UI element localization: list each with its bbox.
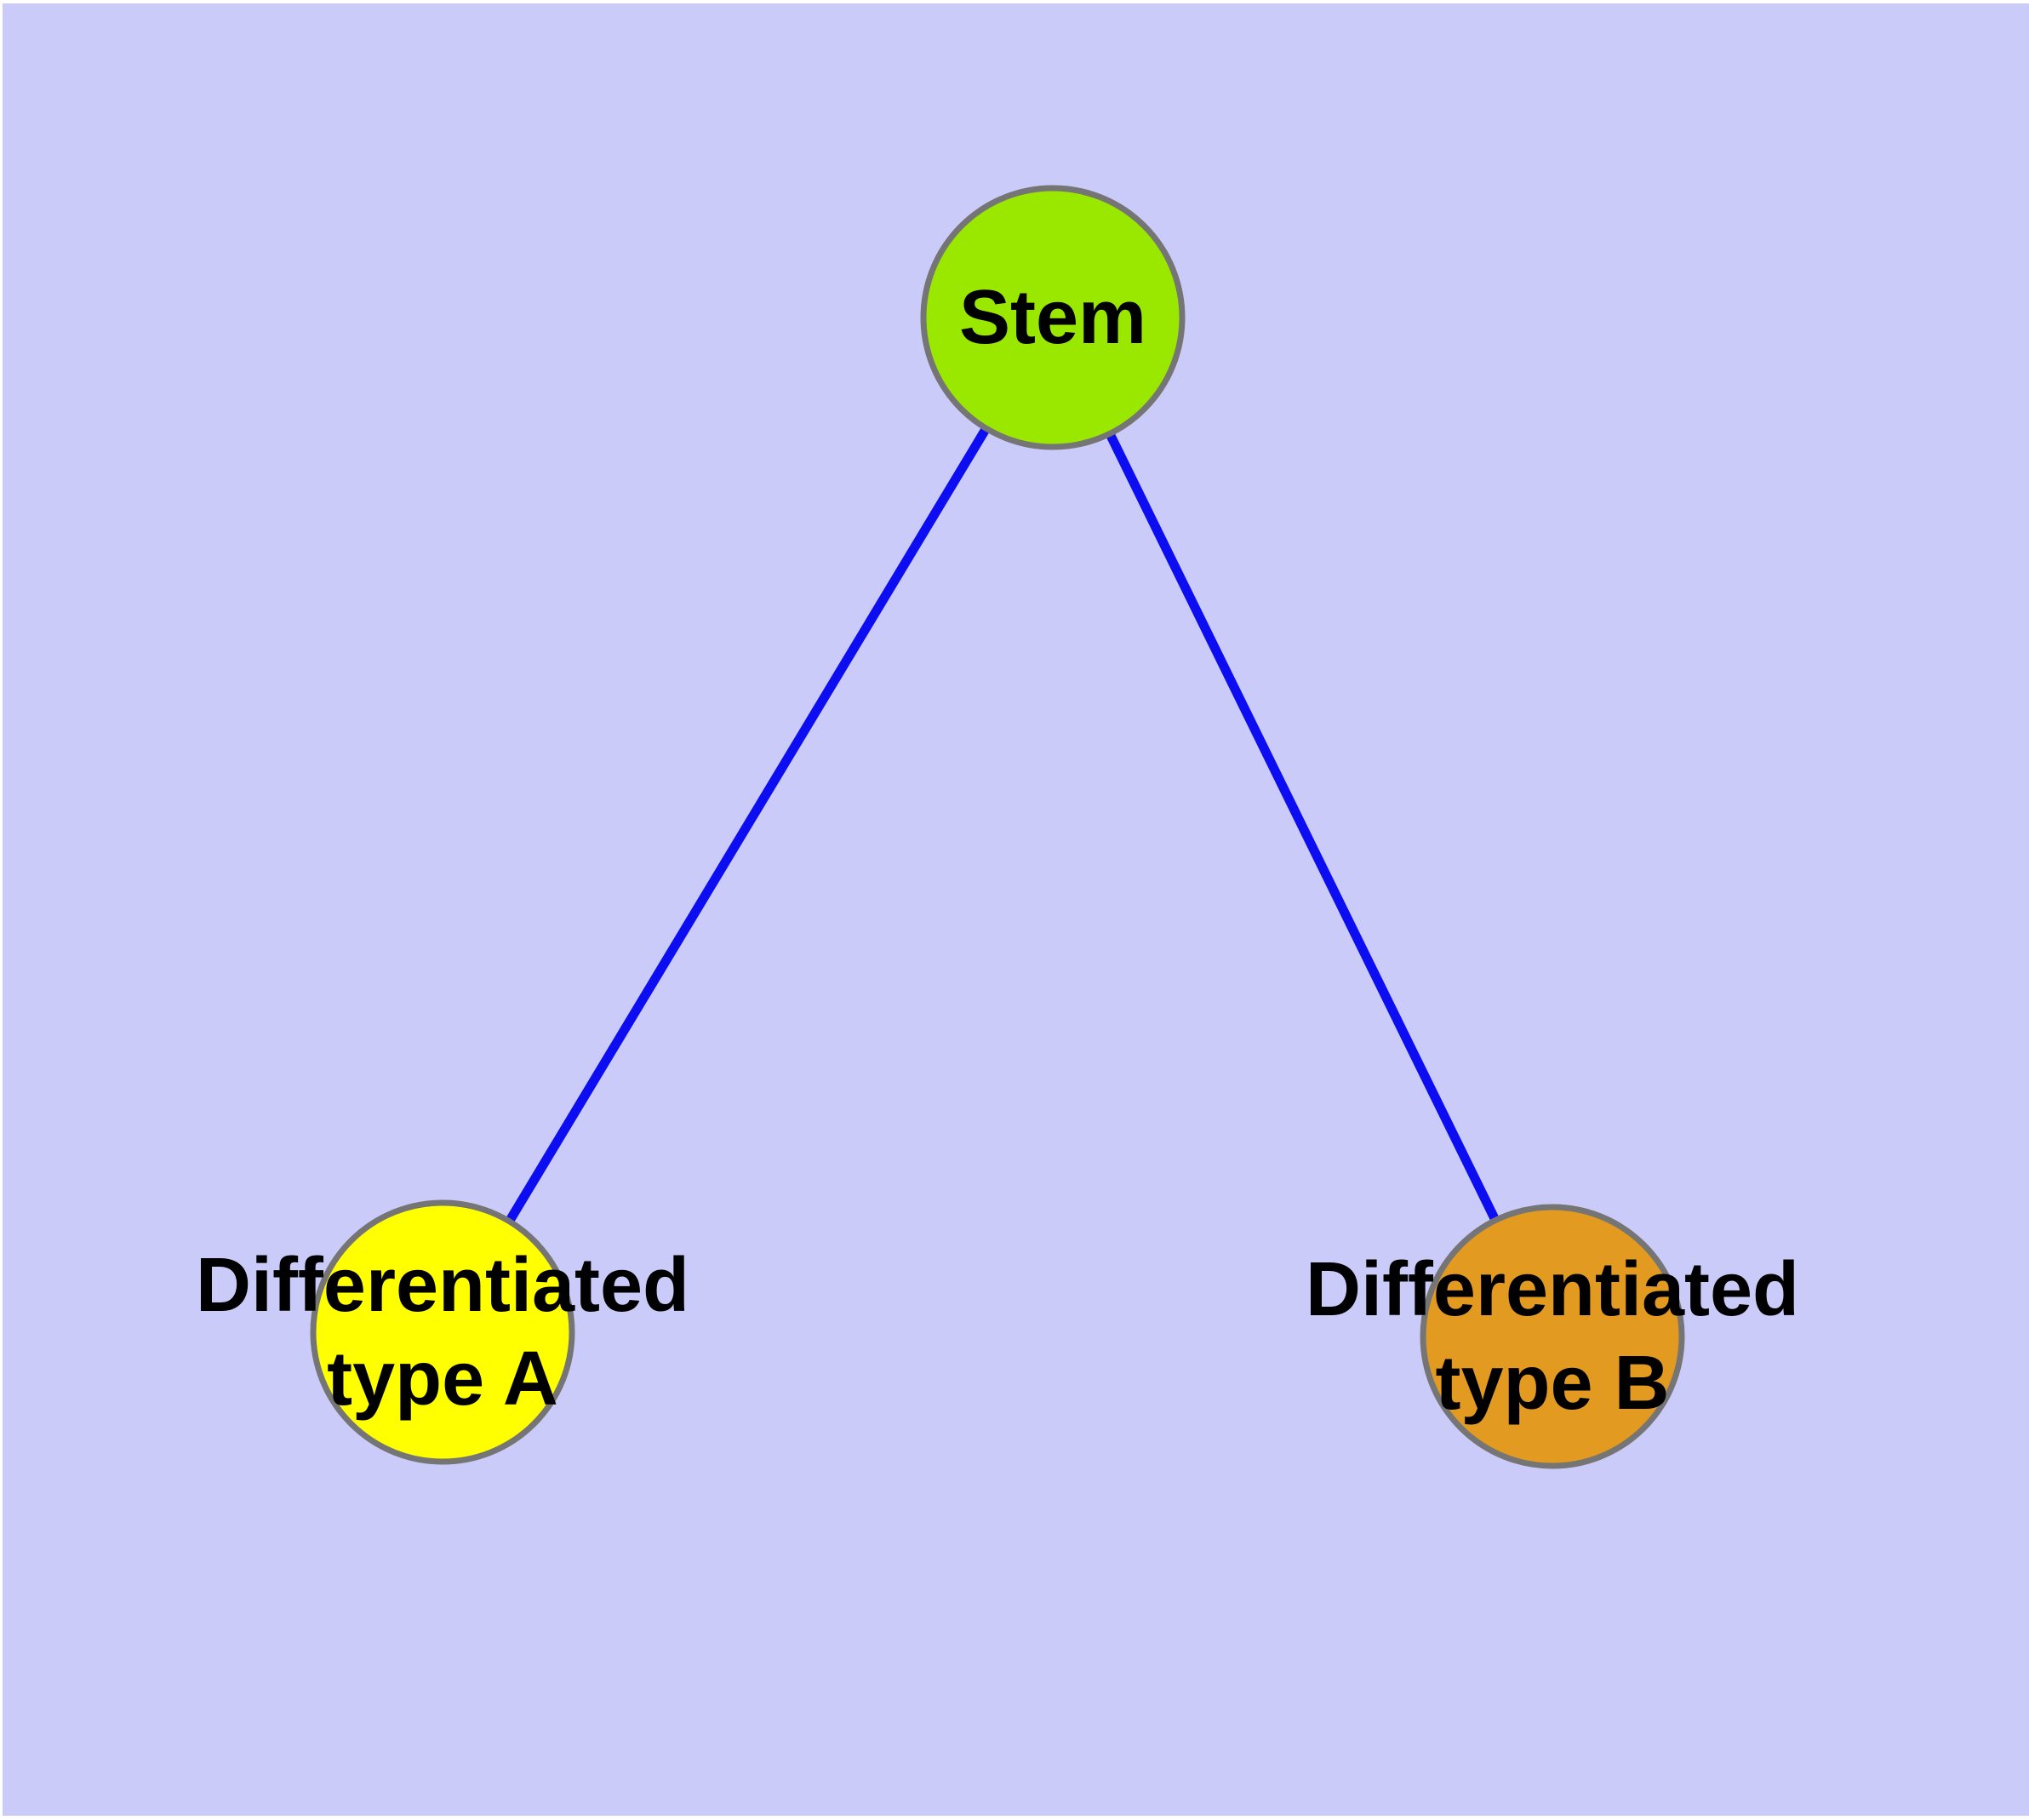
node-type-a: [310, 1199, 575, 1465]
node-stem-label: Stem: [959, 275, 1146, 360]
node-type-b-label-line2: type B: [1435, 1341, 1669, 1426]
node-type-a-label-line2: type A: [327, 1336, 558, 1422]
edge-stem-to-type-a: [438, 315, 1057, 1335]
node-type-b-label-line1: Differentiated: [1306, 1247, 1799, 1332]
node-type-a-label-line1: Differentiated: [196, 1243, 689, 1328]
node-stem: [920, 185, 1186, 450]
node-type-b: [1420, 1204, 1685, 1469]
edge-stem-to-type-b: [1049, 315, 1557, 1339]
